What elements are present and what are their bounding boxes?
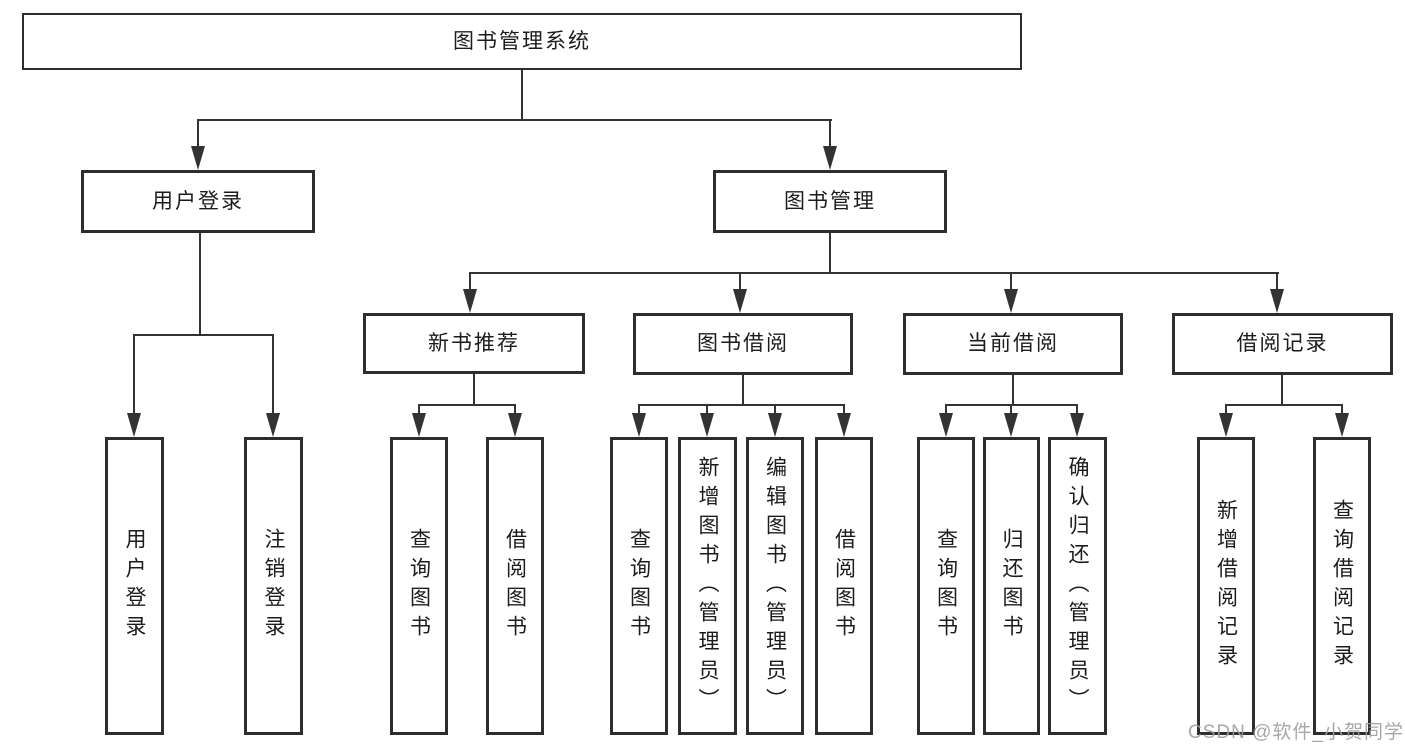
node-label-leaf-search-borrow-record: 查询借阅记录 xyxy=(1330,499,1354,673)
node-leaf-confirm-return-admin: 确认归还（管理员） xyxy=(1048,437,1107,735)
arrow-down-icon xyxy=(1270,289,1284,313)
connector-line xyxy=(473,374,475,406)
connector-arrow-shaft xyxy=(843,405,845,419)
connector-line xyxy=(742,374,744,406)
node-user-login: 用户登录 xyxy=(81,170,315,233)
connector-line xyxy=(521,70,523,121)
arrow-down-icon xyxy=(266,413,280,437)
arrow-down-icon xyxy=(1004,289,1018,313)
node-label-leaf-search-books-2: 查询图书 xyxy=(627,528,651,644)
connector-arrow-shaft xyxy=(1276,273,1278,295)
connector-line xyxy=(1281,374,1283,406)
arrow-down-icon xyxy=(191,146,205,170)
arrow-down-icon xyxy=(700,413,714,437)
node-label-borrow-records: 借阅记录 xyxy=(1236,332,1329,356)
node-label-book-management: 图书管理 xyxy=(784,189,876,213)
connector-line xyxy=(418,404,516,406)
connector-arrow-shaft xyxy=(829,120,831,152)
connector-line xyxy=(133,334,274,336)
connector-arrow-shaft xyxy=(706,405,708,419)
arrow-down-icon xyxy=(463,289,477,313)
node-label-leaf-borrow-books-1: 借阅图书 xyxy=(503,528,527,644)
node-label-user-login: 用户登录 xyxy=(152,189,244,213)
arrow-down-icon xyxy=(1070,413,1084,437)
node-leaf-borrow-books-2: 借阅图书 xyxy=(815,437,873,735)
arrow-down-icon xyxy=(768,413,782,437)
node-label-new-book-recommend: 新书推荐 xyxy=(428,331,520,355)
csdn-watermark: CSDN @软件_小贺同学 xyxy=(1188,722,1404,743)
node-label-current-borrow: 当前借阅 xyxy=(967,332,1059,356)
node-leaf-search-books-3: 查询图书 xyxy=(917,437,975,735)
connector-arrow-shaft xyxy=(272,335,274,419)
arrow-down-icon xyxy=(837,413,851,437)
node-leaf-user-login: 用户登录 xyxy=(105,437,164,735)
node-leaf-logout: 注销登录 xyxy=(244,437,303,735)
node-label-leaf-logout: 注销登录 xyxy=(262,528,285,644)
connector-arrow-shaft xyxy=(514,405,516,419)
arrow-down-icon xyxy=(1335,413,1349,437)
node-label-leaf-add-borrow-record: 新增借阅记录 xyxy=(1214,499,1238,673)
connector-line xyxy=(199,233,201,336)
connector-line xyxy=(638,404,845,406)
connector-arrow-shaft xyxy=(469,273,471,295)
node-book-borrow: 图书借阅 xyxy=(633,313,853,375)
node-leaf-add-book-admin: 新增图书（管理员） xyxy=(678,437,737,735)
arrow-down-icon xyxy=(1219,413,1233,437)
arrow-down-icon xyxy=(733,289,747,313)
node-label-leaf-borrow-books-2: 借阅图书 xyxy=(832,528,856,644)
node-current-borrow: 当前借阅 xyxy=(903,313,1123,375)
arrow-down-icon xyxy=(1004,413,1018,437)
connector-line xyxy=(197,119,832,121)
node-label-leaf-search-books-3: 查询图书 xyxy=(934,528,958,644)
node-root: 图书管理系统 xyxy=(22,13,1022,70)
connector-arrow-shaft xyxy=(418,405,420,419)
connector-arrow-shaft xyxy=(1341,405,1343,419)
node-label-leaf-user-login: 用户登录 xyxy=(123,528,146,644)
connector-arrow-shaft xyxy=(1010,273,1012,295)
node-label-root: 图书管理系统 xyxy=(453,29,591,53)
connector-line xyxy=(1012,374,1014,406)
connector-arrow-shaft xyxy=(774,405,776,419)
node-label-leaf-confirm-return-admin: 确认归还（管理员） xyxy=(1066,455,1089,717)
connector-arrow-shaft xyxy=(739,273,741,295)
connector-arrow-shaft xyxy=(197,120,199,152)
arrow-down-icon xyxy=(939,413,953,437)
node-leaf-search-borrow-record: 查询借阅记录 xyxy=(1313,437,1371,735)
connector-line xyxy=(469,272,1279,274)
node-book-management: 图书管理 xyxy=(713,170,947,233)
node-leaf-add-borrow-record: 新增借阅记录 xyxy=(1197,437,1255,735)
arrow-down-icon xyxy=(508,413,522,437)
node-new-book-recommend: 新书推荐 xyxy=(363,313,585,374)
node-leaf-search-books-1: 查询图书 xyxy=(390,437,448,735)
connector-arrow-shaft xyxy=(945,405,947,419)
arrow-down-icon xyxy=(127,413,141,437)
connector-line xyxy=(1225,404,1343,406)
connector-arrow-shaft xyxy=(1010,405,1012,419)
node-borrow-records: 借阅记录 xyxy=(1172,313,1393,375)
node-label-leaf-search-books-1: 查询图书 xyxy=(407,528,431,644)
node-leaf-borrow-books-1: 借阅图书 xyxy=(486,437,544,735)
node-label-leaf-return-book: 归还图书 xyxy=(1000,528,1023,644)
node-label-leaf-add-book-admin: 新增图书（管理员） xyxy=(696,455,719,717)
node-leaf-search-books-2: 查询图书 xyxy=(610,437,668,735)
connector-arrow-shaft xyxy=(638,405,640,419)
connector-arrow-shaft xyxy=(1225,405,1227,419)
node-label-book-borrow: 图书借阅 xyxy=(697,332,789,356)
connector-arrow-shaft xyxy=(1076,405,1078,419)
connector-arrow-shaft xyxy=(133,335,135,419)
arrow-down-icon xyxy=(823,146,837,170)
node-leaf-return-book: 归还图书 xyxy=(983,437,1040,735)
arrow-down-icon xyxy=(632,413,646,437)
arrow-down-icon xyxy=(412,413,426,437)
connector-line xyxy=(829,233,831,274)
node-label-leaf-edit-book-admin: 编辑图书（管理员） xyxy=(763,455,787,717)
node-leaf-edit-book-admin: 编辑图书（管理员） xyxy=(746,437,804,735)
